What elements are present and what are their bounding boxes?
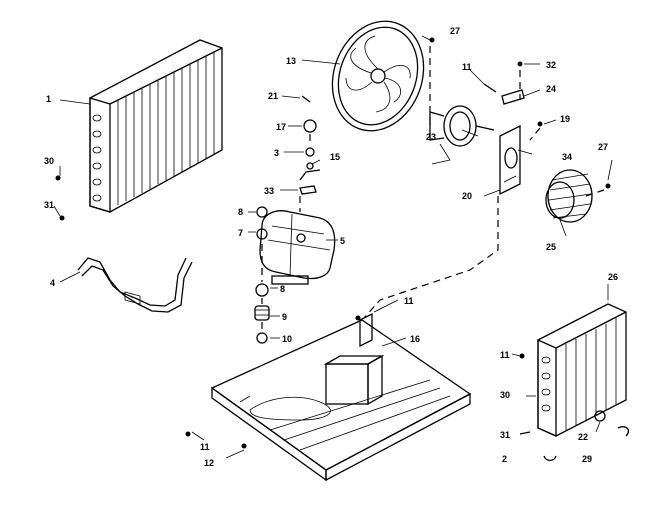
fan-motor bbox=[429, 105, 495, 165]
motor-bracket bbox=[499, 124, 521, 196]
callout-5: 5 bbox=[340, 236, 345, 246]
callout-11-base: 11 bbox=[200, 442, 210, 452]
callout-27-top: 27 bbox=[450, 26, 460, 36]
callout-labels: 1 30 31 4 13 27 21 17 3 15 33 8 7 5 8 9 … bbox=[44, 26, 618, 468]
callout-25: 25 bbox=[546, 242, 556, 252]
callout-9: 9 bbox=[282, 312, 287, 322]
callout-19: 19 bbox=[560, 114, 570, 124]
callout-20: 20 bbox=[462, 191, 472, 201]
callout-11-top: 11 bbox=[462, 62, 472, 72]
condenser-coil bbox=[537, 303, 630, 462]
callout-29: 29 bbox=[582, 454, 592, 464]
callout-8-left: 8 bbox=[238, 207, 243, 217]
callout-33: 33 bbox=[264, 186, 274, 196]
callout-16: 16 bbox=[410, 334, 420, 344]
callout-31-left: 31 bbox=[44, 200, 54, 210]
callout-22: 22 bbox=[578, 432, 588, 442]
leader-lines bbox=[53, 35, 613, 459]
callout-30-right: 30 bbox=[500, 390, 510, 400]
base-pan bbox=[210, 312, 472, 482]
callout-32: 32 bbox=[546, 60, 556, 70]
callout-11-right: 11 bbox=[500, 350, 510, 360]
callout-1: 1 bbox=[46, 94, 51, 104]
callout-3: 3 bbox=[274, 148, 279, 158]
fasteners bbox=[55, 37, 611, 449]
callout-34: 34 bbox=[562, 152, 572, 162]
callout-21: 21 bbox=[268, 91, 278, 101]
callout-17: 17 bbox=[276, 122, 286, 132]
assembly-lines bbox=[261, 46, 605, 332]
callout-11-mid: 11 bbox=[404, 296, 414, 306]
compressor bbox=[259, 210, 336, 285]
callout-27-right: 27 bbox=[598, 142, 608, 152]
callout-24: 24 bbox=[546, 84, 556, 94]
callout-30-left: 30 bbox=[44, 156, 54, 166]
blower-wheel bbox=[331, 20, 425, 132]
callout-12: 12 bbox=[204, 458, 214, 468]
callout-4: 4 bbox=[50, 278, 55, 288]
tubing-assembly bbox=[77, 257, 193, 313]
callout-2: 2 bbox=[502, 454, 507, 464]
callout-7: 7 bbox=[238, 228, 243, 238]
callout-13: 13 bbox=[286, 56, 296, 66]
condenser-fan bbox=[545, 169, 593, 223]
callout-15: 15 bbox=[330, 152, 340, 162]
bracket-small bbox=[501, 89, 525, 105]
callout-26: 26 bbox=[608, 272, 618, 282]
callout-10: 10 bbox=[282, 334, 292, 344]
callout-8-low: 8 bbox=[280, 284, 285, 294]
evaporator-coil bbox=[89, 39, 223, 213]
callout-23: 23 bbox=[426, 132, 436, 142]
callout-31-right: 31 bbox=[500, 430, 510, 440]
small-parts-column bbox=[254, 95, 321, 344]
